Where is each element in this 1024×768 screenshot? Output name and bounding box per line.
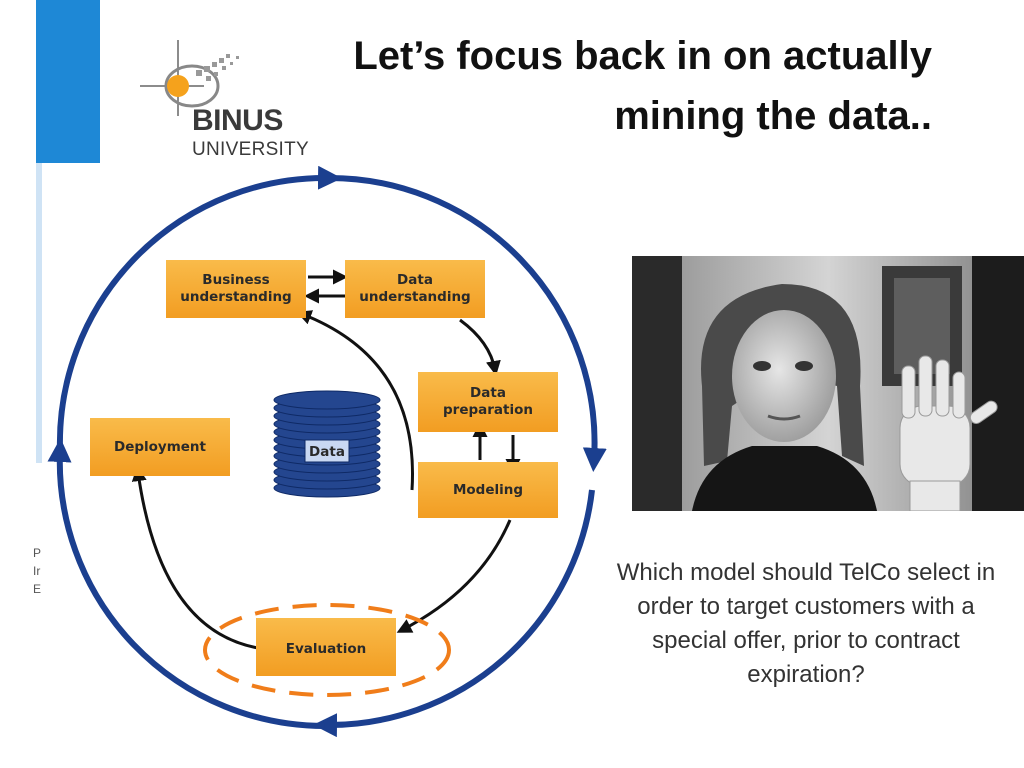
phase-data-understanding: Data understanding <box>345 260 485 318</box>
crisp-dm-diagram: Data Business understanding Data underst… <box>47 165 607 738</box>
brand-strip <box>36 0 100 163</box>
evaluation-highlight <box>203 603 451 697</box>
side-fragment-3: E <box>33 582 42 596</box>
side-fragment-2: Ir <box>33 564 41 578</box>
data-store-label: Data <box>309 444 345 460</box>
phase-label: Evaluation <box>286 641 366 657</box>
logo-subtitle: UNIVERSITY <box>192 139 310 160</box>
outer-cycle-arc-left <box>47 438 326 730</box>
person-photo-icon <box>632 256 1024 511</box>
slide-title-line-2: mining the data.. <box>614 94 932 138</box>
phase-business-understanding: Business understanding <box>166 260 306 318</box>
phase-label: understanding <box>359 289 470 305</box>
phase-deployment: Deployment <box>90 418 230 476</box>
phase-label: preparation <box>443 402 533 418</box>
phase-evaluation: Evaluation <box>256 618 396 676</box>
phase-data-preparation: Data preparation <box>418 372 558 432</box>
phase-modeling: Modeling <box>418 462 558 518</box>
brand-strip-lower <box>36 163 42 463</box>
slide-title: Let’s focus back in on actually mining t… <box>300 26 932 146</box>
phase-label: Business <box>202 272 269 288</box>
binus-logo-icon <box>140 40 239 116</box>
logo-name: BINUS <box>192 104 283 137</box>
phase-label: Deployment <box>114 439 207 455</box>
phase-label: Data <box>397 272 433 288</box>
question-caption: Which model should TelCo select in order… <box>616 559 996 688</box>
outer-cycle-arc-right <box>324 174 607 472</box>
outer-cycle-arc-top <box>56 165 342 451</box>
slide-title-line-1: Let’s focus back in on actually <box>353 34 932 78</box>
data-store-icon: Data <box>273 390 381 498</box>
side-fragment-1: P <box>33 546 42 560</box>
phase-label: Modeling <box>453 482 523 498</box>
phase-label: understanding <box>180 289 291 305</box>
outer-cycle-arc-bottom <box>313 489 595 738</box>
phase-label: Data <box>470 385 506 401</box>
